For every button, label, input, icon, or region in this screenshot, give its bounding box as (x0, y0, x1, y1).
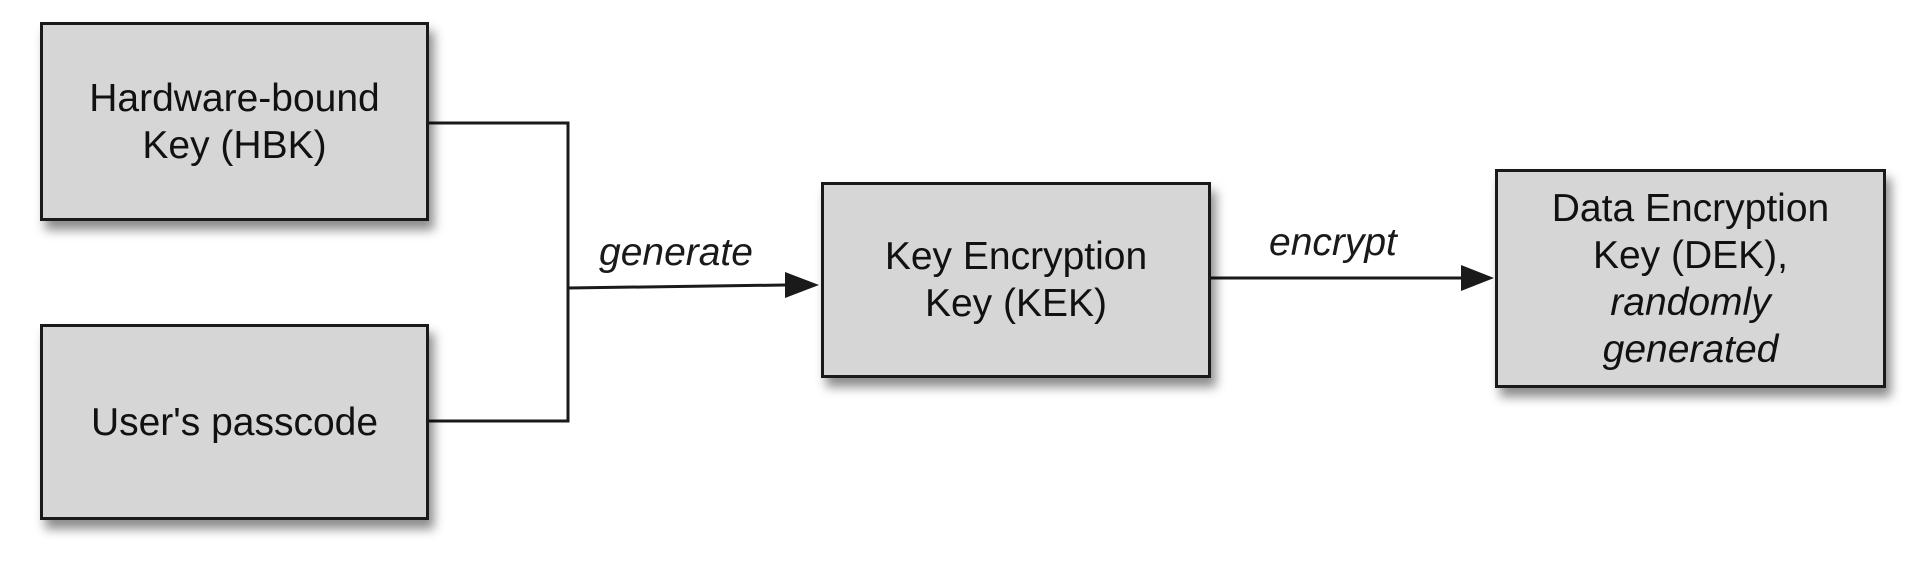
kek-box: Key Encryption Key (KEK) (821, 182, 1211, 378)
dek-label-line-1: Data Encryption (1551, 186, 1830, 230)
generate-arrowhead (785, 272, 819, 298)
generate-arrow-line (567, 283, 786, 290)
generate-edge-label: generate (599, 231, 753, 274)
kek-label-line-2: Key (KEK) (924, 282, 1108, 325)
kek-label-line-1: Key Encryption (884, 235, 1148, 278)
encrypt-arrowhead (1461, 265, 1494, 291)
dek-label-line-3: randomly (1610, 280, 1771, 324)
encrypt-edge-label: encrypt (1269, 221, 1397, 264)
dek-box: Data Encryption Key (DEK), randomly gene… (1495, 169, 1886, 388)
dek-label-line-4: generated (1602, 327, 1779, 371)
passcode-box: User's passcode (40, 324, 429, 520)
dek-label-line-2: Key (DEK), (1592, 233, 1789, 277)
hbk-connector-line (429, 121, 570, 288)
hbk-box: Hardware-bound Key (HBK) (40, 22, 429, 221)
hbk-label-line-2: Key (HBK) (142, 123, 327, 167)
passcode-label: User's passcode (90, 400, 379, 444)
hbk-label-line-1: Hardware-bound (89, 76, 380, 120)
passcode-connector-line (429, 288, 570, 423)
